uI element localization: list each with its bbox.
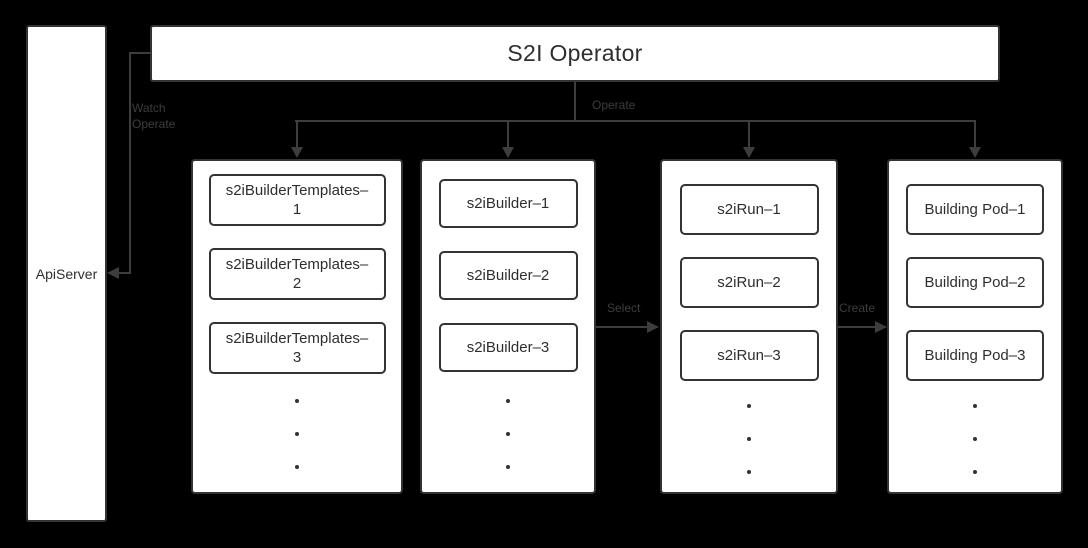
ellipsis-dot (973, 437, 977, 441)
column-building-pod: Building Pod–1 Building Pod–2 Building P… (887, 159, 1063, 494)
watch-operate-line-vertical (129, 52, 131, 274)
node-s2ibuilder-3: s2iBuilder–3 (438, 323, 578, 372)
node-s2irun-3: s2iRun–3 (679, 330, 819, 381)
column-s2ibuilder: s2iBuilder–1 s2iBuilder–2 s2iBuilder–3 (420, 159, 596, 494)
watch-operate-line-top (129, 52, 151, 54)
select-arrowhead-icon (647, 321, 659, 333)
operate-arrowhead-icon (743, 147, 755, 158)
ellipsis-dot (747, 470, 751, 474)
apiserver-node: ApiServer (26, 25, 107, 522)
operate-stem-line (574, 82, 576, 122)
operate-drop-line-1 (296, 120, 298, 148)
select-label: Select (607, 301, 641, 315)
ellipsis-dots (662, 404, 836, 474)
ellipsis-dot (506, 399, 510, 403)
node-building-pod-3: Building Pod–3 (906, 330, 1044, 381)
ellipsis-dot (973, 404, 977, 408)
node-s2irun-2: s2iRun–2 (679, 257, 819, 308)
select-arrow-line (596, 326, 647, 328)
operate-arrowhead-icon (502, 147, 514, 158)
ellipsis-dots (422, 399, 594, 469)
ellipsis-dot (973, 470, 977, 474)
node-s2ibuilder-1: s2iBuilder–1 (438, 179, 578, 228)
s2i-operator-label: S2I Operator (507, 40, 643, 66)
ellipsis-dot (506, 465, 510, 469)
operate-arrowhead-icon (291, 147, 303, 158)
node-s2ibuilder-2: s2iBuilder–2 (438, 251, 578, 300)
node-building-pod-1: Building Pod–1 (906, 184, 1044, 235)
s2i-operator-node: S2I Operator (150, 25, 1000, 82)
node-s2irun-1: s2iRun–1 (679, 184, 819, 235)
ellipsis-dot (747, 404, 751, 408)
operate-drop-line-3 (748, 120, 750, 148)
ellipsis-dot (295, 465, 299, 469)
create-label: Create (839, 301, 876, 315)
operate-drop-line-2 (507, 120, 509, 148)
operate-arrowhead-icon (969, 147, 981, 158)
watch-operate-arrowhead-icon (107, 267, 119, 279)
operate-distributor-line (295, 120, 976, 122)
operate-drop-line-4 (974, 120, 976, 148)
ellipsis-dots (889, 404, 1061, 474)
ellipsis-dot (747, 437, 751, 441)
ellipsis-dot (295, 399, 299, 403)
node-s2ibuildertemplates-1: s2iBuilderTemplates– 1 (208, 174, 386, 226)
create-arrow-line (838, 326, 875, 328)
node-building-pod-2: Building Pod–2 (906, 257, 1044, 308)
ellipsis-dot (295, 432, 299, 436)
apiserver-label: ApiServer (35, 265, 98, 282)
watch-operate-line-bottom (117, 272, 131, 274)
create-arrowhead-icon (875, 321, 887, 333)
column-s2ibuildertemplates: s2iBuilderTemplates– 1 s2iBuilderTemplat… (191, 159, 403, 494)
ellipsis-dot (506, 432, 510, 436)
watch-operate-label: Watch Operate (132, 101, 176, 131)
column-s2irun: s2iRun–1 s2iRun–2 s2iRun–3 (660, 159, 838, 494)
operate-label: Operate (592, 98, 636, 112)
ellipsis-dots (193, 399, 401, 469)
node-s2ibuildertemplates-3: s2iBuilderTemplates– 3 (208, 322, 386, 374)
node-s2ibuildertemplates-2: s2iBuilderTemplates– 2 (208, 248, 386, 300)
